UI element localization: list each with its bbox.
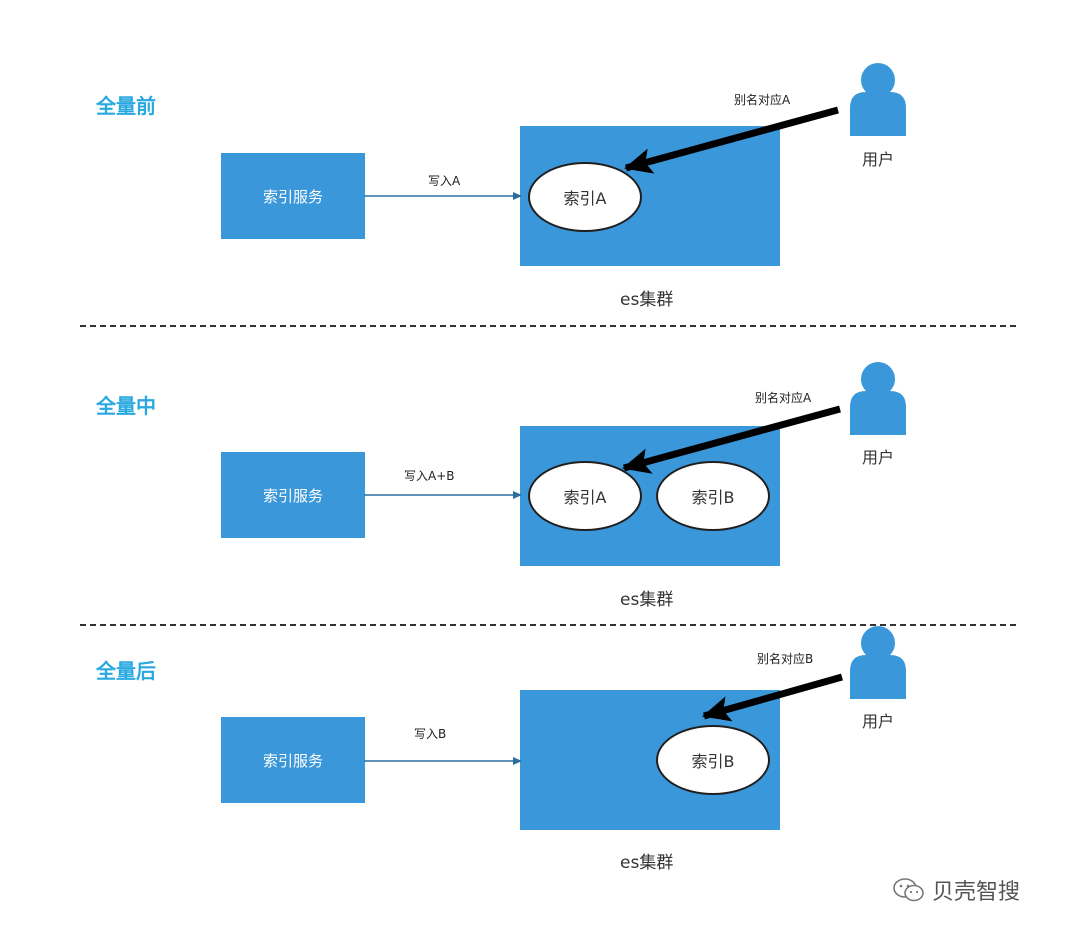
index-service-box: 索引服务: [221, 153, 365, 239]
phase-divider: [80, 624, 1016, 626]
watermark: 贝壳智搜: [892, 874, 1020, 906]
phase-title-before: 全量前: [96, 94, 156, 118]
index-a-ellipse: 索引A: [528, 162, 642, 232]
index-service-box: 索引服务: [221, 717, 365, 803]
alias-arrow: [624, 106, 839, 174]
phase-title-after: 全量后: [96, 659, 156, 683]
phase-divider: [80, 325, 1016, 327]
write-label: 写入A: [428, 174, 461, 188]
write-label: 写入B: [414, 727, 447, 741]
alias-label: 别名对应B: [757, 652, 814, 666]
wechat-icon: [893, 878, 924, 902]
alias-label: 别名对应A: [734, 93, 791, 107]
user-icon: [850, 63, 906, 136]
user-icon: [850, 626, 906, 699]
user-label: 用户: [862, 150, 895, 169]
es-cluster-label: es集群: [620, 853, 674, 873]
user-icon: [850, 362, 906, 435]
alias-arrow: [702, 673, 843, 722]
alias-arrow: [622, 405, 841, 474]
user-label: 用户: [862, 712, 895, 731]
user-label: 用户: [862, 448, 895, 467]
index-b-ellipse: 索引B: [656, 461, 770, 531]
index-service-box: 索引服务: [221, 452, 365, 538]
index-b-ellipse: 索引B: [656, 725, 770, 795]
write-label: 写入A+B: [404, 469, 455, 483]
phase-title-during: 全量中: [96, 394, 156, 418]
es-cluster-label: es集群: [620, 590, 674, 610]
es-cluster-label: es集群: [620, 290, 674, 310]
alias-label: 别名对应A: [755, 391, 812, 405]
watermark-text: 贝壳智搜: [932, 880, 1021, 905]
